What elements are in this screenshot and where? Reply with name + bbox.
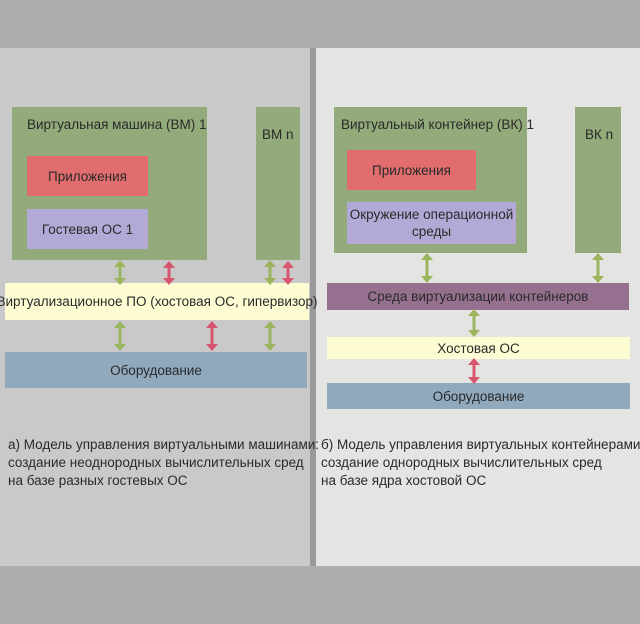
vcn-title: ВК n <box>585 127 614 142</box>
environment-line-1: Окружение операционной <box>349 207 514 222</box>
vcn-box <box>575 107 621 253</box>
top-band <box>0 0 640 48</box>
right-caption-line-1: б) Модель управления виртуальных контейн… <box>321 437 640 452</box>
vm1-guest-os-box: Гостевая ОС 1 <box>27 209 148 249</box>
vc1-apps-box: Приложения <box>347 150 476 190</box>
vc1-environment-box: Окружение операционной среды <box>347 202 516 244</box>
right-hardware-layer: Оборудование <box>327 383 630 409</box>
hypervisor-layer: Виртуализационное ПО (хостовая ОС, гипер… <box>0 283 318 320</box>
bottom-band <box>0 566 640 624</box>
left-caption-line-3: на базе разных гостевых ОС <box>8 473 188 488</box>
right-caption-line-3: на базе ядра хостовой ОС <box>321 473 487 488</box>
vm1-apps-box: Приложения <box>27 156 148 196</box>
right-caption-line-2: создание однородных вычислительных сред <box>321 455 602 470</box>
left-caption-line-1: а) Модель управления виртуальными машина… <box>8 437 320 452</box>
vc1-title: Виртуальный контейнер (ВК) 1 <box>341 117 535 132</box>
vmn-title: ВМ n <box>262 127 294 142</box>
host-os-layer: Хостовая ОС <box>327 337 630 359</box>
vm1-title: Виртуальная машина (ВМ) 1 <box>27 117 207 132</box>
container-env-layer: Среда виртуализации контейнеров <box>327 283 629 310</box>
right-caption: б) Модель управления виртуальных контейн… <box>321 436 640 490</box>
left-hardware-layer: Оборудование <box>5 352 307 388</box>
environment-line-2: среды <box>411 224 452 239</box>
left-caption: а) Модель управления виртуальными машина… <box>8 436 319 490</box>
vmn-box <box>256 107 300 260</box>
panel-divider <box>310 48 316 566</box>
left-caption-line-2: создание неоднородных вычислительных сре… <box>8 455 304 470</box>
